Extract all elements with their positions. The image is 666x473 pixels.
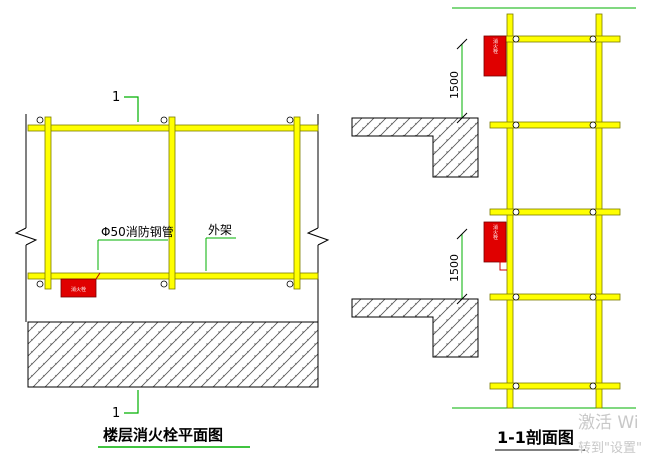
watermark-line1: 激活 Wi bbox=[578, 413, 639, 433]
scaffold-clamps bbox=[36, 116, 294, 288]
slab-upper bbox=[351, 117, 479, 178]
hydrant-box-plan bbox=[60, 278, 97, 298]
dimension-upper: 1500 bbox=[448, 38, 468, 124]
activation-watermark: 激活 Wi 转到"设置" bbox=[578, 413, 642, 456]
section-mark-bottom: 1 bbox=[112, 390, 139, 421]
hydrant-box-lower bbox=[483, 221, 507, 263]
hydrant-box-upper bbox=[483, 35, 507, 77]
hydrant-box-lower-label: 消火栓 bbox=[492, 224, 498, 241]
dimension-lower: 1500 bbox=[448, 228, 468, 305]
section-title: 1-1剖面图 bbox=[497, 428, 574, 447]
pipe-callout: Φ50消防钢管 bbox=[97, 224, 174, 270]
scaffold-vertical-tubes bbox=[44, 116, 301, 290]
scaffold-post-2 bbox=[168, 116, 176, 290]
hydrant-box-plan-label: 消火栓 bbox=[71, 286, 86, 293]
section-mark-top-label: 1 bbox=[112, 90, 120, 105]
hydrant-pipe-lower bbox=[499, 261, 507, 271]
scaffold-label: 外架 bbox=[208, 223, 232, 237]
scaffold-post-3 bbox=[293, 116, 301, 290]
dimension-upper-value: 1500 bbox=[448, 71, 461, 99]
floor-slab bbox=[27, 321, 319, 388]
scaffold-callout: 外架 bbox=[205, 223, 236, 271]
plan-title: 楼层消火栓平面图 bbox=[103, 426, 223, 444]
section-ledgers bbox=[489, 35, 621, 390]
section-mark-top: 1 bbox=[112, 90, 139, 122]
scaffold-post-1 bbox=[44, 116, 52, 290]
dimension-lower-value: 1500 bbox=[448, 254, 461, 282]
plan-title-group: 楼层消火栓平面图 bbox=[98, 426, 250, 448]
section-view: 消火栓 消火栓 1500 1500 1-1剖面图 bbox=[351, 7, 636, 451]
pipe-label: Φ50消防钢管 bbox=[101, 224, 174, 239]
plan-view: 消火栓 1 1 Φ50消防钢管 外架 楼层消火栓平面图 bbox=[14, 90, 330, 448]
section-mark-bottom-label: 1 bbox=[112, 406, 120, 421]
section-clamps bbox=[512, 35, 597, 390]
wall-outline bbox=[14, 114, 330, 322]
slab-lower bbox=[351, 298, 479, 358]
hydrant-box-upper-label: 消火栓 bbox=[492, 38, 498, 55]
watermark-line2: 转到"设置" bbox=[578, 441, 642, 456]
section-title-group: 1-1剖面图 bbox=[495, 428, 585, 451]
hydrant-connector bbox=[95, 272, 101, 280]
